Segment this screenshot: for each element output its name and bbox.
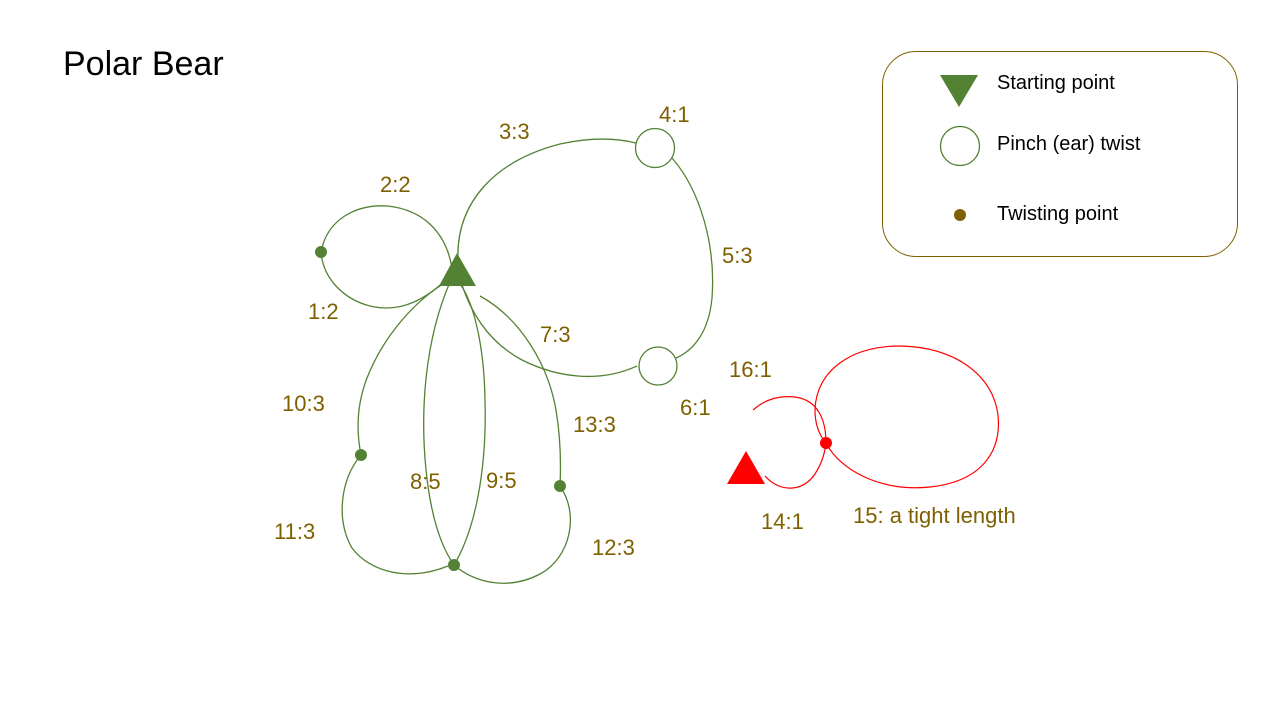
label-segment-4: 4:1 <box>659 102 690 127</box>
segment-8-path <box>423 281 455 566</box>
label-segment-1: 1:2 <box>308 299 339 324</box>
label-segment-5: 5:3 <box>722 243 753 268</box>
segment-14-path <box>764 442 827 489</box>
label-segment-12: 12:3 <box>592 535 635 560</box>
legend-pinch-twist-label: Pinch (ear) twist <box>997 133 1141 155</box>
starting-point-icon <box>940 75 978 107</box>
label-segment-15: 15: a tight length <box>853 503 1016 528</box>
page-title: Polar Bear <box>63 45 224 83</box>
green-start-triangle <box>439 253 476 286</box>
twist-point-1-2 <box>315 246 327 258</box>
ear-4-pinch-twist <box>634 127 676 169</box>
red-start-triangle <box>727 451 765 484</box>
twisting-point-icon <box>954 209 966 221</box>
legend-twisting-point-label: Twisting point <box>997 203 1119 225</box>
segment-3-path <box>457 138 637 263</box>
label-segment-9: 9:5 <box>486 468 517 493</box>
label-segment-10: 10:3 <box>282 391 325 416</box>
tail-paths <box>752 345 1000 489</box>
label-segment-16: 16:1 <box>729 357 772 382</box>
twist-point-10-11 <box>355 449 367 461</box>
segment-12-path <box>453 485 572 584</box>
label-segment-3: 3:3 <box>499 119 530 144</box>
segment-15-path <box>814 345 1000 489</box>
label-segment-13: 13:3 <box>573 412 616 437</box>
segment-13-path <box>479 295 562 487</box>
segment-5-path <box>670 157 714 361</box>
red-twist-point <box>820 437 832 449</box>
label-segment-6: 6:1 <box>680 395 711 420</box>
segment-2-path <box>320 205 453 269</box>
segment-7-path <box>461 284 638 378</box>
bear-body-paths <box>320 138 714 584</box>
segment-9-path <box>453 283 486 566</box>
legend-box: Starting point Pinch (ear) twist Twistin… <box>882 51 1238 257</box>
legend-starting-point-label: Starting point <box>997 72 1115 94</box>
pinch-twist-icon <box>939 125 981 167</box>
segment-1-path <box>320 251 449 309</box>
ear-6-pinch-twist <box>638 346 678 386</box>
segment-11-path <box>341 454 449 575</box>
twist-point-12-13 <box>554 480 566 492</box>
label-segment-8: 8:5 <box>410 469 441 494</box>
label-segment-14: 14:1 <box>761 509 804 534</box>
label-segment-11: 11:3 <box>274 519 315 544</box>
label-segment-7: 7:3 <box>540 322 571 347</box>
label-segment-2: 2:2 <box>380 172 411 197</box>
segment-10-path <box>357 283 444 456</box>
twist-point-8-9 <box>448 559 460 571</box>
segment-16-path <box>752 396 827 444</box>
